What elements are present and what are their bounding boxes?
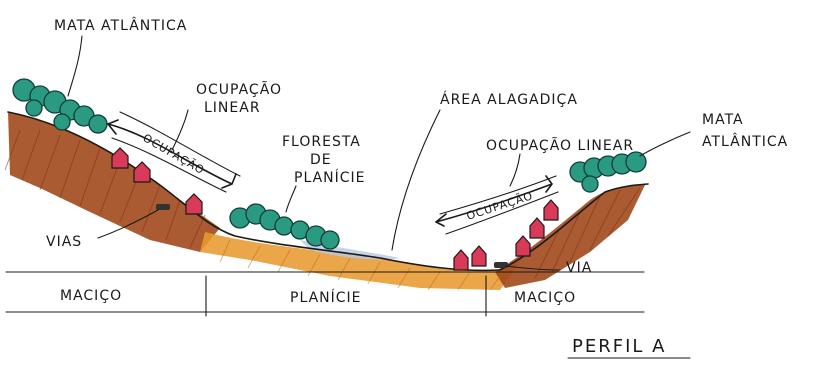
houses-left (111, 147, 203, 215)
ocupacao-arrow-right-label: OCUPAÇÃO (465, 189, 535, 223)
house-icon (133, 161, 151, 183)
profile-title: PERFIL A (572, 336, 666, 357)
leader-mata-atlantica-left (67, 35, 83, 97)
left-massif-soil (8, 112, 220, 252)
leader-lines (67, 35, 691, 271)
zone-planicie: PLANÍCIE (290, 289, 362, 306)
road-marker-right (494, 262, 508, 268)
label-mata-atlantica-right-2: ATLÂNTICA (702, 132, 788, 150)
trees-left-massif (12, 78, 108, 134)
leader-via (505, 265, 561, 271)
house-icon (515, 235, 531, 257)
right-massif-soil (495, 185, 645, 288)
leader-floresta-planicie (285, 185, 297, 213)
zone-macico-right: MACIÇO (514, 290, 576, 306)
house-icon (471, 245, 487, 267)
leader-ocupacao-linear-left (171, 109, 189, 151)
label-floresta-3: PLANÍCIE (294, 169, 366, 186)
label-ocupacao-linear-left-2: LINEAR (204, 100, 261, 116)
house-icon (185, 193, 203, 215)
label-mata-atlantica-left: MATA ATLÂNTICA (54, 16, 187, 34)
zone-macico-left: MACIÇO (60, 288, 122, 304)
label-floresta-1: FLORESTA (282, 134, 361, 150)
label-vias: VIAS (46, 234, 82, 250)
house-icon (543, 199, 559, 221)
house-icon (453, 249, 469, 271)
label-mata-atlantica-right-1: MATA (702, 112, 744, 128)
house-icon (111, 147, 129, 169)
label-floresta-2: DE (310, 152, 332, 168)
road-marks (156, 204, 508, 268)
zone-strip: MACIÇO PLANÍCIE MACIÇO (5, 271, 645, 317)
trees-right-massif (569, 151, 647, 193)
houses-right (453, 199, 559, 271)
house-icon (529, 217, 545, 239)
plain-soil (200, 232, 520, 290)
road-marker-left (156, 204, 170, 210)
label-ocupacao-linear-left-1: OCUPAÇÃO (196, 81, 282, 98)
leader-mata-atlantica-right (639, 131, 691, 157)
label-ocupacao-linear-right: OCUPAÇÃO LINEAR (486, 137, 634, 154)
leader-area-alagadica (391, 109, 441, 251)
label-via: VIA (566, 260, 592, 276)
label-area-alagadica: ÁREA ALAGADIÇA (440, 91, 578, 108)
trees-floresta-planicie (229, 203, 340, 250)
leader-ocupacao-linear-right (509, 153, 521, 187)
leader-vias (97, 209, 159, 239)
